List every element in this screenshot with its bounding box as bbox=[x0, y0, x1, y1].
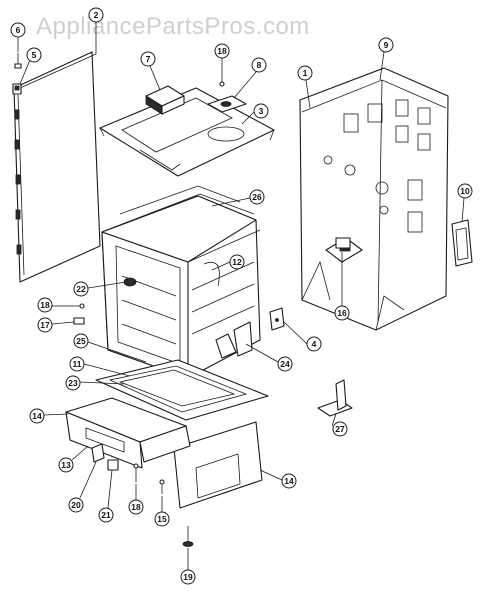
callout-23: 23 bbox=[65, 375, 125, 391]
callout-label: 19 bbox=[183, 572, 193, 582]
callout-24: 24 bbox=[245, 343, 293, 372]
part-clip-21 bbox=[107, 459, 119, 471]
callout-label: 21 bbox=[101, 510, 111, 520]
part-oven-cavity bbox=[101, 185, 261, 379]
callout-8: 8 bbox=[233, 57, 267, 99]
callout-label: 9 bbox=[384, 40, 389, 50]
callout-label: 26 bbox=[252, 192, 262, 202]
part-clip-5 bbox=[12, 83, 22, 95]
callout-22: 22 bbox=[73, 281, 127, 297]
part-screw-18-bottom bbox=[133, 463, 139, 482]
callout-label: 10 bbox=[460, 186, 470, 196]
part-junction-box bbox=[145, 85, 185, 115]
callout-label: 14 bbox=[32, 411, 42, 421]
callout-label: 18 bbox=[217, 46, 227, 56]
callout-label: 18 bbox=[40, 300, 50, 310]
callout-label: 18 bbox=[131, 502, 141, 512]
callout-27: 27 bbox=[331, 413, 348, 437]
callout-label: 20 bbox=[71, 500, 81, 510]
callout-10: 10 bbox=[457, 183, 473, 223]
callout-label: 3 bbox=[259, 106, 264, 116]
callout-label: 7 bbox=[146, 54, 151, 64]
part-screw-18-left bbox=[64, 303, 85, 309]
callout-11: 11 bbox=[69, 356, 131, 377]
callout-17: 17 bbox=[37, 317, 75, 333]
part-side-panel bbox=[13, 51, 101, 283]
callout-9: 9 bbox=[378, 37, 394, 81]
part-screw-18-top bbox=[219, 64, 225, 87]
callout-2: 2 bbox=[88, 7, 104, 54]
callout-6: 6 bbox=[10, 22, 26, 52]
part-screw-15 bbox=[159, 479, 165, 494]
callout-14-right: 14 bbox=[259, 469, 297, 489]
callout-label: 17 bbox=[40, 320, 50, 330]
callout-label: 14 bbox=[284, 476, 294, 486]
watermark: AppliancePartsPros.com bbox=[36, 13, 310, 40]
callout-label: 11 bbox=[73, 359, 82, 369]
callout-7: 7 bbox=[140, 51, 161, 91]
part-clip-17 bbox=[73, 317, 85, 325]
callout-16: 16 bbox=[334, 252, 350, 321]
callout-label: 13 bbox=[61, 460, 71, 470]
callout-18-top: 18 bbox=[214, 43, 230, 64]
callout-label: 12 bbox=[232, 257, 242, 267]
callout-25: 25 bbox=[73, 333, 147, 363]
part-bottom-tray bbox=[95, 359, 269, 421]
callout-18-bottom: 18 bbox=[128, 484, 144, 515]
part-anti-tip-bracket-27 bbox=[317, 379, 353, 417]
callout-label: 22 bbox=[76, 284, 86, 294]
callout-label: 24 bbox=[280, 359, 290, 369]
callout-20: 20 bbox=[68, 461, 97, 513]
part-top-plate bbox=[99, 87, 275, 177]
callout-label: 1 bbox=[303, 68, 308, 78]
part-leveling-leg-19 bbox=[182, 526, 194, 547]
callout-14-left: 14 bbox=[29, 408, 69, 424]
part-back-panel bbox=[299, 67, 449, 331]
callout-5: 5 bbox=[19, 47, 42, 85]
part-terminal-block-16 bbox=[335, 237, 351, 249]
part-bracket-4 bbox=[269, 307, 285, 331]
callout-19: 19 bbox=[180, 548, 196, 585]
callout-4: 4 bbox=[283, 321, 322, 352]
part-bracket-8 bbox=[207, 95, 247, 113]
part-cover-plate-10 bbox=[451, 219, 473, 267]
callout-label: 16 bbox=[337, 308, 347, 318]
callout-12: 12 bbox=[211, 254, 245, 271]
callout-21: 21 bbox=[98, 469, 114, 523]
callout-3: 3 bbox=[241, 103, 269, 125]
part-bracket-20 bbox=[91, 443, 105, 463]
callout-label: 2 bbox=[94, 10, 99, 20]
part-latch-24 bbox=[215, 321, 253, 359]
callout-13: 13 bbox=[58, 445, 89, 473]
part-screw-6 bbox=[14, 53, 22, 69]
part-lower-frame bbox=[65, 397, 263, 509]
callout-label: 8 bbox=[257, 60, 262, 70]
callout-1: 1 bbox=[297, 65, 313, 109]
callout-15: 15 bbox=[154, 496, 170, 527]
callout-label: 4 bbox=[312, 339, 317, 349]
callout-label: 6 bbox=[16, 25, 21, 35]
callout-label: 23 bbox=[68, 378, 78, 388]
callout-label: 15 bbox=[157, 514, 167, 524]
callout-label: 25 bbox=[76, 336, 86, 346]
callout-18-left: 18 bbox=[37, 297, 64, 313]
callout-label: 27 bbox=[335, 424, 345, 434]
callout-label: 5 bbox=[32, 50, 37, 60]
callout-26: 26 bbox=[211, 189, 265, 207]
